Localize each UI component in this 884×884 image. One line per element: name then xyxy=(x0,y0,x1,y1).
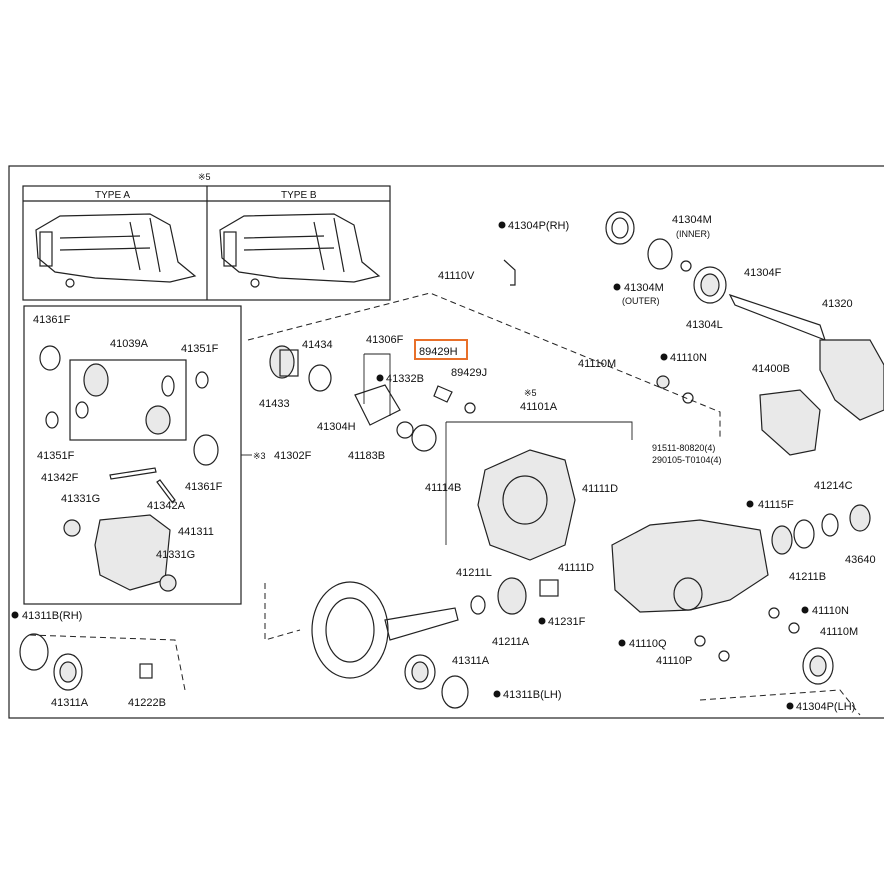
label-43640: 43640 xyxy=(845,554,876,566)
label-41304M-outer: 41304M xyxy=(624,282,664,294)
housing-type-a-illustration xyxy=(35,213,197,288)
label-41183B: 41183B xyxy=(348,450,385,462)
highlight-box-89429H[interactable] xyxy=(414,339,468,360)
label-91511: 91511-80820(4) xyxy=(652,443,715,453)
label-41331G-top: 41331G xyxy=(61,493,100,505)
diagram-frame xyxy=(8,165,884,719)
label-41361F-top: 41361F xyxy=(33,314,71,326)
label-41332B: 41332B xyxy=(386,373,424,385)
label-41311B-RH: 41311B(RH) xyxy=(22,610,82,622)
label-41433: 41433 xyxy=(259,398,290,410)
label-41110V: 41110V xyxy=(438,270,475,282)
note-middle: ※5 xyxy=(524,388,537,398)
label-41214C: 41214C xyxy=(814,480,853,492)
label-41304F: 41304F xyxy=(744,267,782,279)
label-41342A: 41342A xyxy=(147,500,186,512)
label-41342F: 41342F xyxy=(41,472,79,484)
label-41361F-bottom: 41361F xyxy=(185,481,223,493)
label-41320: 41320 xyxy=(822,298,853,310)
label-41222B: 41222B xyxy=(128,697,166,709)
label-41211B: 41211B xyxy=(789,571,826,583)
label-41434: 41434 xyxy=(302,339,333,351)
part-labels: 41304P(RH) 41304M (INNER) 41304M (OUTER)… xyxy=(11,214,876,713)
note-top: ※5 xyxy=(198,172,211,182)
housing-type-b-illustration xyxy=(219,213,381,288)
label-41110M-top: 41110M xyxy=(578,358,616,370)
label-41304M-inner: 41304M xyxy=(672,214,712,226)
label-41311A-left: 41311A xyxy=(51,697,89,709)
label-41101A: 41101A xyxy=(520,401,558,413)
label-41304H: 41304H xyxy=(317,421,356,433)
label-41311A-mid: 41311A xyxy=(452,655,490,667)
label-441311: 441311 xyxy=(178,526,214,538)
label-41114B: 41114B xyxy=(425,482,461,494)
label-41400B: 41400B xyxy=(752,363,790,375)
label-41110Q: 41110Q xyxy=(629,638,667,650)
parts-illustrations xyxy=(19,211,884,709)
label-290105: 290105-T0104(4) xyxy=(652,455,722,465)
label-41211L: 41211L xyxy=(456,567,492,579)
label-41110N-top: 41110N xyxy=(670,352,707,364)
label-89429H[interactable]: 89429H xyxy=(419,346,458,358)
label-41304M-inner-note: (INNER) xyxy=(676,229,710,239)
label-41311B-LH: 41311B(LH) xyxy=(503,689,562,701)
label-41304P-RH: 41304P(RH) xyxy=(508,220,569,232)
label-41351F-mid: 41351F xyxy=(37,450,75,462)
type-panels: TYPE A TYPE B ※5 xyxy=(22,172,391,301)
label-41211A: 41211A xyxy=(492,636,530,648)
label-41304P-LH: 41304P(LH) xyxy=(796,701,855,713)
note-mid-left: ※3 xyxy=(253,451,266,461)
label-41110P: 41110P xyxy=(656,655,692,667)
label-41111D-bottom: 41111D xyxy=(558,562,594,574)
label-41231F: 41231F xyxy=(548,616,586,628)
label-41304M-outer-note: (OUTER) xyxy=(622,296,660,306)
label-41115F: 41115F xyxy=(758,499,794,511)
label-41110N-bottom: 41110N xyxy=(812,605,849,617)
label-41039A: 41039A xyxy=(110,338,149,350)
label-41302F: 41302F xyxy=(274,450,312,462)
label-41351F-top: 41351F xyxy=(181,343,219,355)
label-41304L: 41304L xyxy=(686,319,723,331)
differential-box: ※3 xyxy=(23,305,266,605)
assembly-outline xyxy=(29,292,861,716)
leader-brackets xyxy=(363,353,633,545)
label-89429J: 89429J xyxy=(451,367,487,379)
label-41331G-bottom: 41331G xyxy=(156,549,195,561)
type-b-label: TYPE B xyxy=(281,190,317,201)
label-41111D-top: 41111D xyxy=(582,483,618,495)
label-41110M-bottom: 41110M xyxy=(820,626,858,638)
label-41306F: 41306F xyxy=(366,334,404,346)
type-a-label: TYPE A xyxy=(95,190,130,201)
